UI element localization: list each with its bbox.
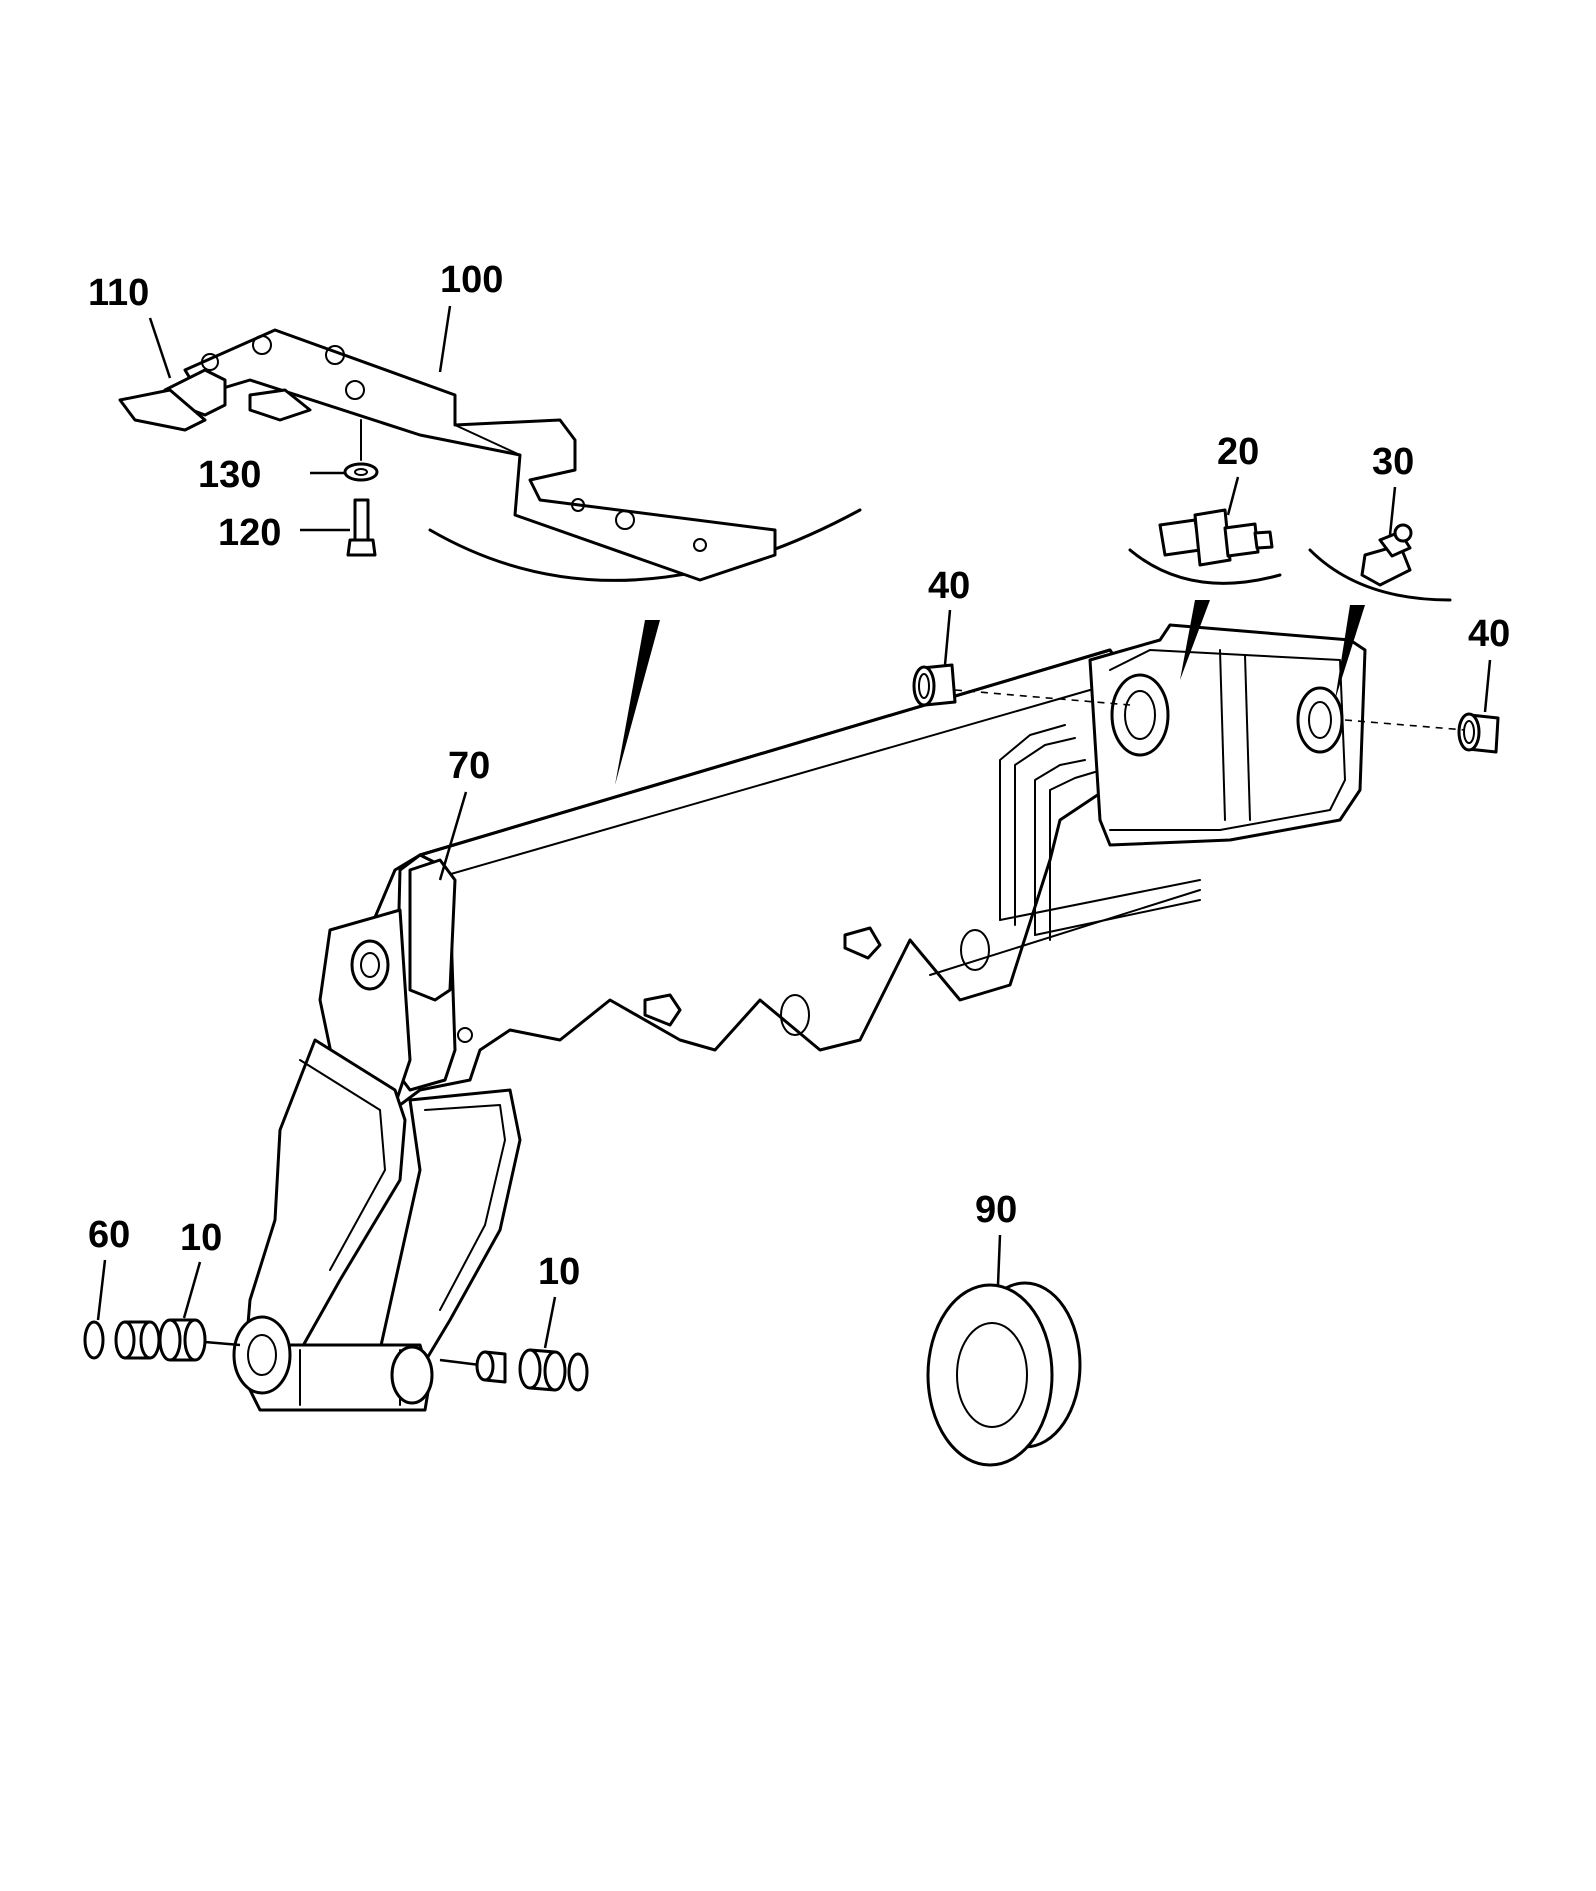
callout-30: 30 bbox=[1372, 441, 1414, 483]
bushing-90 bbox=[926, 1281, 1082, 1467]
sensor-20 bbox=[1128, 508, 1282, 680]
boom-arm-assembly bbox=[232, 623, 1367, 1412]
callout-60: 60 bbox=[88, 1214, 130, 1256]
bushing-10-right bbox=[439, 1348, 589, 1392]
callout-110: 110 bbox=[88, 272, 149, 314]
callout-10-left: 10 bbox=[180, 1217, 222, 1259]
zoom-pointer-20 bbox=[1180, 600, 1210, 680]
grease-fitting-30 bbox=[1308, 523, 1452, 700]
zoom-pointer-bracket bbox=[615, 620, 660, 785]
callout-70: 70 bbox=[448, 745, 490, 787]
callout-100: 100 bbox=[440, 259, 503, 301]
callout-130: 130 bbox=[198, 454, 261, 496]
bushing-40-right bbox=[1344, 712, 1500, 754]
bracket-assembly bbox=[118, 328, 862, 785]
bolt-120 bbox=[353, 498, 370, 542]
bushing-40-left bbox=[912, 663, 1131, 707]
retaining-ring-60 bbox=[83, 1320, 105, 1360]
callout-20: 20 bbox=[1217, 431, 1259, 473]
callout-10-right: 10 bbox=[538, 1251, 580, 1293]
bushing-10-left bbox=[114, 1318, 241, 1362]
callout-40-left: 40 bbox=[928, 565, 970, 607]
callout-90: 90 bbox=[975, 1189, 1017, 1231]
zoom-pointer-30 bbox=[1335, 605, 1365, 700]
callout-40-right: 40 bbox=[1468, 613, 1510, 655]
callout-120: 120 bbox=[218, 512, 281, 554]
washer-130 bbox=[343, 462, 379, 482]
